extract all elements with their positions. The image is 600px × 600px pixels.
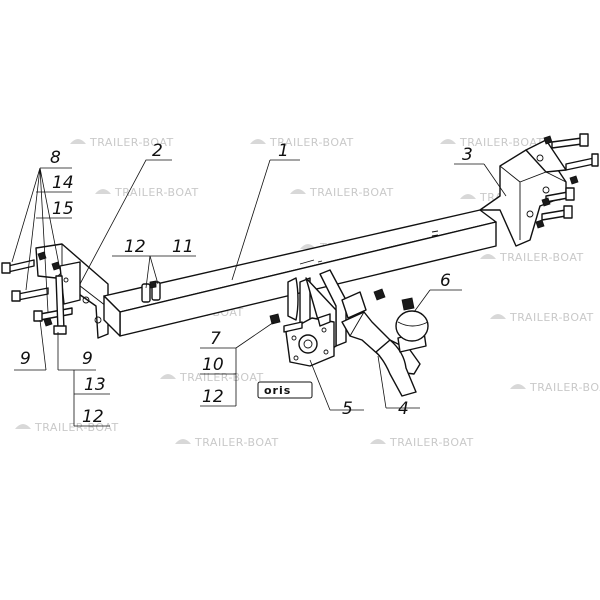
- watermark: TRAILER-BOAT: [250, 136, 354, 149]
- watermark: TRAILER-BOAT: [95, 186, 199, 199]
- callout-3: 3: [462, 145, 473, 165]
- watermark-text: TRAILER-BOAT: [114, 186, 199, 199]
- callout-9-right: 9: [82, 349, 93, 369]
- callout-7: 7: [210, 329, 221, 349]
- socket-plate: [285, 313, 335, 367]
- watermark: TRAILER-BOAT: [15, 421, 119, 434]
- watermark-text: TRAILER-BOAT: [269, 136, 354, 149]
- callout-2: 2: [152, 141, 163, 161]
- watermark: TRAILER-BOAT: [440, 136, 544, 149]
- callout-4: 4: [398, 399, 409, 419]
- callout-10: 10: [202, 355, 224, 375]
- callout-12-bottom: 12: [82, 407, 104, 427]
- right-bolts: [535, 133, 599, 229]
- callout-12-middle: 12: [202, 387, 224, 407]
- watermark-text: TRAILER-BOAT: [509, 311, 594, 324]
- watermark: TRAILER-BOAT: [490, 311, 594, 324]
- watermark-text: TRAILER-BOAT: [309, 186, 394, 199]
- watermark: TRAILER-BOAT: [480, 251, 584, 264]
- callout-1: 1: [278, 141, 289, 161]
- tow-ball: [373, 288, 429, 353]
- brand-logo: oris: [257, 381, 313, 399]
- watermark: TRAILER-BOAT: [70, 136, 174, 149]
- brand-logo-text: oris: [264, 384, 291, 397]
- callout-14: 14: [52, 173, 74, 193]
- watermark-text: TRAILER-BOAT: [194, 436, 279, 449]
- callout-15: 15: [52, 199, 74, 219]
- callout-11: 11: [172, 237, 194, 257]
- callout-9-left: 9: [20, 349, 31, 369]
- watermark-text: TRAILER-BOAT: [389, 436, 474, 449]
- watermark-text: TRAILER-BOAT: [499, 251, 584, 264]
- towbar-arm: [341, 291, 421, 397]
- watermark: TRAILER-BOAT: [175, 436, 279, 449]
- callout-6: 6: [440, 271, 451, 291]
- watermark-text: TRAILER-BOAT: [459, 136, 544, 149]
- beam-bolts: [141, 280, 161, 303]
- watermark: TRAILER-BOAT: [370, 436, 474, 449]
- callout-8: 8: [50, 148, 61, 168]
- watermark: TRAILER-BOAT: [510, 381, 600, 394]
- watermark: TRAILER-BOAT: [290, 186, 394, 199]
- left-bolts: [1, 251, 73, 335]
- watermark-text: TRAILER-BOAT: [89, 136, 174, 149]
- callout-labels: 8 14 15 2 1 3 12 11 6 7 10 12 9 9 13 12 …: [20, 141, 473, 427]
- watermark-text: TRAILER-BOAT: [34, 421, 119, 434]
- callout-5: 5: [342, 399, 353, 419]
- watermark-text: TRAILER-BOAT: [529, 381, 600, 394]
- callout-12-top: 12: [124, 237, 146, 257]
- leader-lines: [11, 159, 507, 427]
- callout-13: 13: [84, 375, 106, 395]
- bolt-7: [269, 313, 303, 333]
